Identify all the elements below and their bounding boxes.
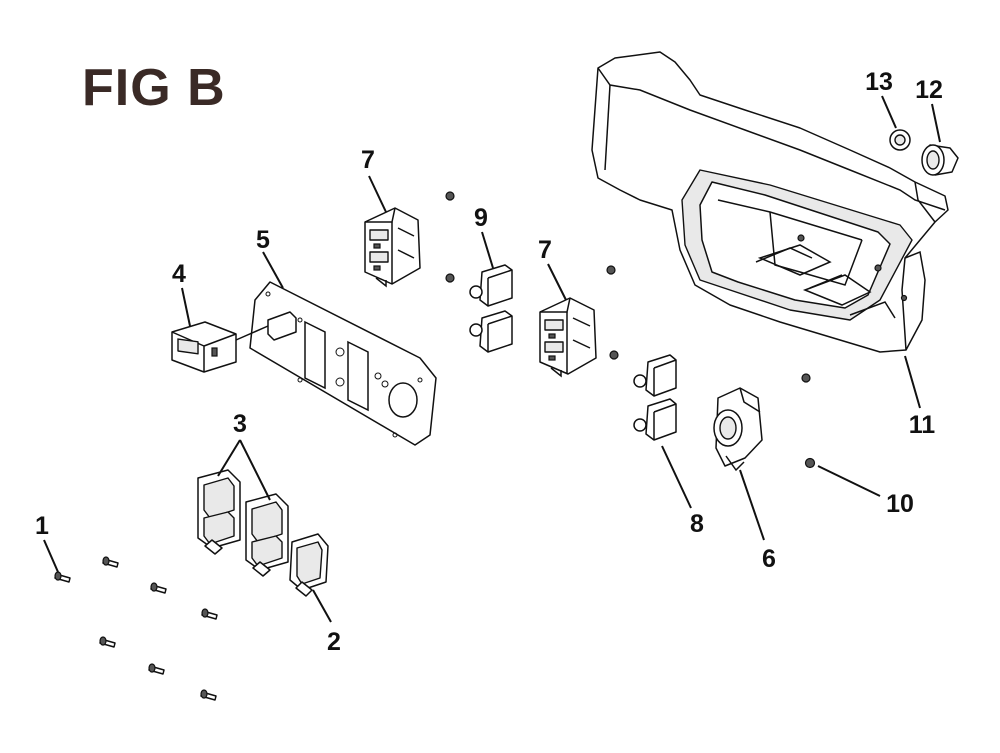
leader-lines	[43, 95, 941, 623]
part-12-cap	[921, 144, 959, 176]
part-7-receptacle-lower	[539, 297, 597, 378]
part-8-breakers	[633, 354, 677, 441]
part-11-panel-housing	[591, 51, 949, 353]
outlet-cover-right	[245, 493, 289, 577]
part-7-receptacle-upper	[364, 207, 421, 288]
part-4-hour-meter	[171, 321, 269, 373]
screw	[150, 582, 167, 594]
callout-6: 6	[762, 545, 776, 573]
callout-1: 1	[35, 512, 49, 540]
part-13-grommet	[889, 129, 911, 151]
callout-2: 2	[327, 628, 341, 656]
part-9-breakers	[469, 264, 513, 353]
screw	[148, 663, 165, 675]
part-5-mounting-plate	[249, 281, 437, 446]
part-10-nut	[804, 457, 816, 469]
outlet-cover-left	[197, 469, 241, 555]
part-1-screws	[54, 556, 218, 701]
screw	[99, 636, 116, 648]
callout-7-upper: 7	[361, 146, 375, 174]
callout-13: 13	[865, 68, 893, 96]
screw	[102, 556, 119, 568]
part-2-outlet-cover	[289, 533, 329, 597]
callout-4: 4	[172, 260, 186, 288]
hex-nuts	[445, 191, 811, 383]
figure-title: FIG B	[82, 59, 226, 117]
callout-12: 12	[915, 76, 943, 104]
callout-9: 9	[474, 204, 488, 232]
part-6-twistlock-receptacle	[713, 387, 763, 472]
callout-8: 8	[690, 510, 704, 538]
callout-5: 5	[256, 226, 270, 254]
part-3-outlet-covers	[197, 469, 289, 577]
screw	[201, 608, 218, 620]
callout-11: 11	[909, 411, 936, 439]
callout-labels: 1 2 3 4 5 6 7 7 8 9 10 11 12 13	[35, 68, 943, 656]
screw	[200, 689, 217, 701]
screw	[54, 571, 71, 583]
callout-7-lower: 7	[538, 236, 552, 264]
callout-10: 10	[886, 490, 914, 518]
callout-3: 3	[233, 410, 247, 438]
